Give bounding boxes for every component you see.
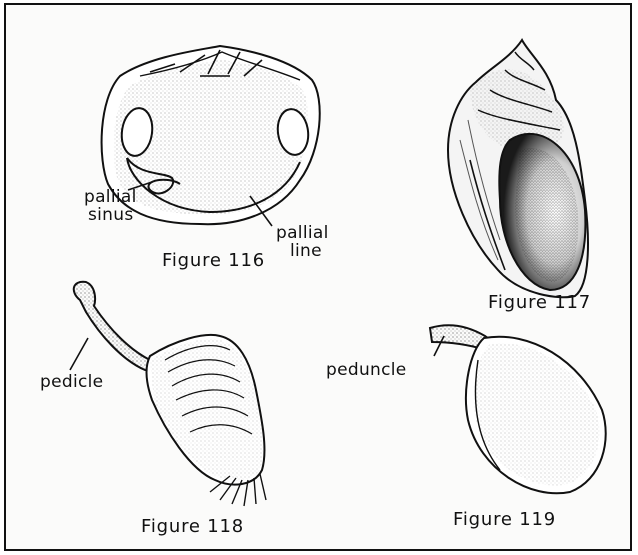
- pedicle-stalk: [74, 282, 152, 371]
- figure-117-caption: Figure 117: [488, 292, 591, 313]
- pedicle-pointer: [70, 338, 88, 370]
- figure-119-caption: Figure 119: [453, 509, 556, 530]
- pallial-sinus-label-line-2: sinus: [88, 206, 134, 225]
- pedicle-label: pedicle: [40, 373, 103, 392]
- barnacle-drawing: [430, 325, 606, 493]
- pallial-line-label-line-2: line: [290, 242, 322, 261]
- snail-shell-drawing: [448, 40, 588, 297]
- peduncle-label: peduncle: [326, 361, 407, 380]
- figure-118-caption: Figure 118: [141, 516, 244, 537]
- brachiopod-drawing: [70, 282, 266, 506]
- figure-116-caption: Figure 116: [162, 250, 265, 271]
